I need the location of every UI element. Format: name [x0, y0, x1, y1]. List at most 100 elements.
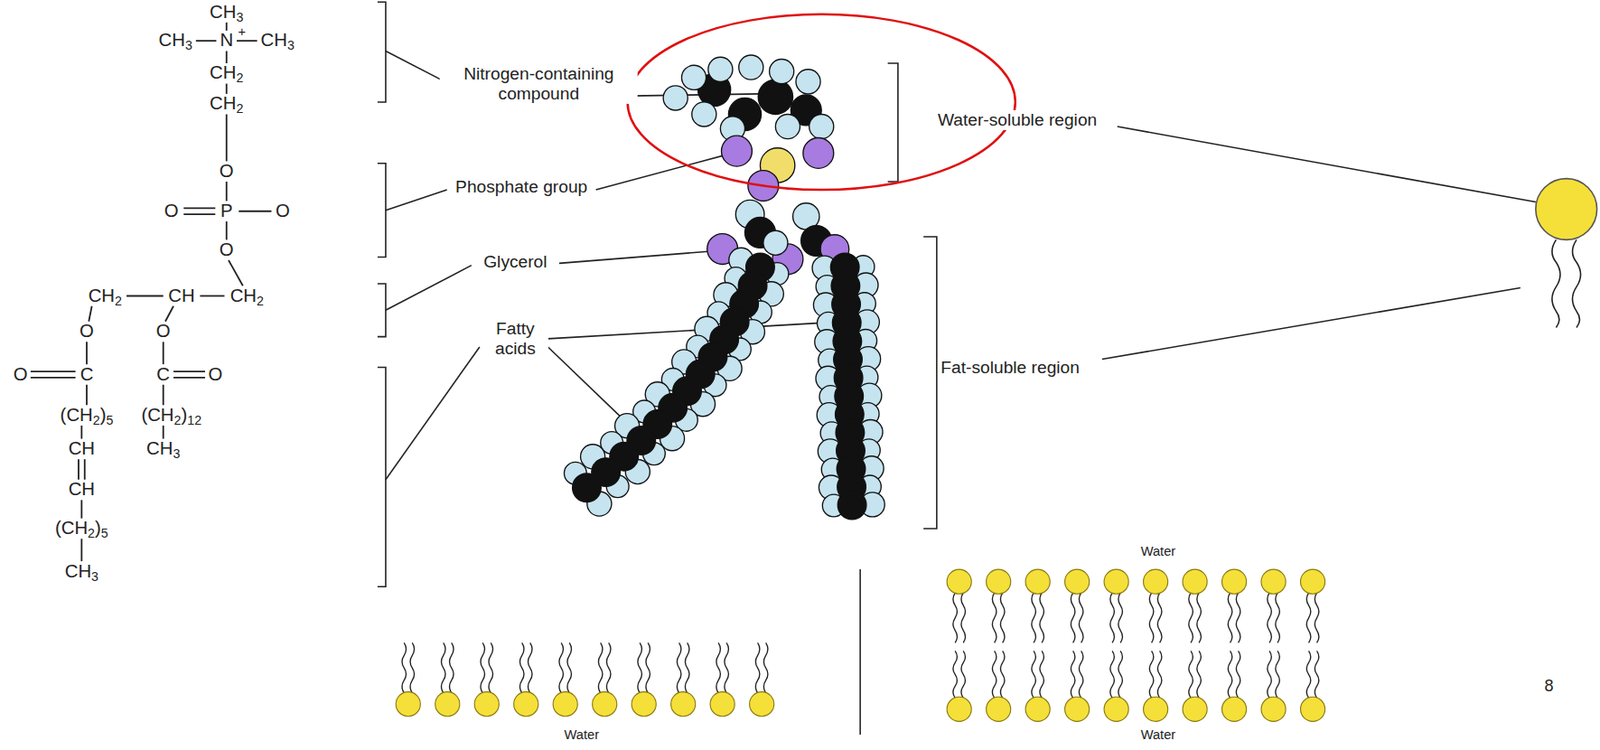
lipid-tail — [480, 642, 486, 693]
lipid-tail — [410, 642, 415, 693]
formula-text: O — [219, 239, 234, 261]
lipid-tail — [1197, 650, 1202, 698]
lipid-tail — [606, 642, 611, 693]
phospholipid-icon — [1535, 178, 1598, 328]
lipid-tail — [1110, 592, 1115, 643]
formula-text: CH2 — [209, 63, 244, 85]
lipid-head — [552, 692, 578, 717]
part-label: Phosphate group — [453, 177, 590, 197]
lipid-head — [749, 692, 775, 717]
lipid-tail — [1118, 650, 1123, 698]
lipid-tail — [1070, 650, 1076, 698]
formula-text: O — [164, 200, 179, 222]
lipid-tail — [1149, 592, 1154, 643]
lipid-tail — [755, 642, 760, 693]
formula-text: CH — [68, 478, 95, 500]
lipid-head — [1065, 696, 1090, 721]
lipid-tail — [1267, 592, 1273, 643]
formula-text: (CH2)5 — [55, 517, 109, 539]
lipid-tail — [1275, 650, 1281, 698]
lipid-tail — [684, 642, 690, 693]
lipid-head — [946, 569, 972, 594]
formula-text: O — [79, 320, 94, 342]
lipid-tail — [1031, 650, 1037, 698]
formula-text: (CH2)5 — [60, 404, 114, 426]
space-filling-model — [563, 55, 885, 520]
formula-text: C — [156, 364, 170, 385]
lipid-tail — [449, 642, 455, 693]
lipid-tail — [1078, 650, 1084, 698]
lipid-head — [710, 692, 735, 717]
lipid-tail — [519, 642, 524, 693]
lipid-tail — [1188, 592, 1194, 643]
formula-text: + — [237, 24, 246, 40]
lipid-head — [592, 692, 618, 717]
formula-text: CH2 — [230, 285, 264, 307]
lipid-tail — [1070, 592, 1076, 643]
lipid-tail — [645, 642, 651, 693]
structure-bonds — [30, 22, 272, 562]
part-label: Nitrogen-containing compound — [439, 64, 638, 104]
lipid-head — [435, 692, 460, 717]
formula-text: O — [13, 364, 29, 385]
lipid-head — [1300, 569, 1326, 594]
lipid-head — [1261, 569, 1286, 594]
lipid-tail — [1039, 592, 1045, 643]
carbon-atom — [572, 473, 602, 503]
lipid-head — [474, 692, 499, 717]
lipid-head — [1143, 569, 1169, 594]
lipid-tail — [991, 592, 997, 643]
lipid-tail — [1314, 650, 1320, 698]
formula-text: (CH2)12 — [140, 404, 202, 426]
lipid-head — [1025, 696, 1050, 721]
formula-text: CH3 — [159, 29, 193, 51]
lipid-tail — [961, 650, 966, 698]
fatty-acid-chains — [563, 247, 885, 520]
lipid-tail — [440, 642, 446, 693]
lipid-tail — [1227, 592, 1233, 643]
formula-text: CH3 — [146, 438, 180, 459]
lipid-head — [1261, 696, 1286, 721]
lipid-tail — [567, 642, 572, 693]
lipid-tail — [1157, 650, 1162, 698]
lipid-tail — [1314, 592, 1320, 643]
part-label: Water — [1139, 542, 1179, 559]
lipid-head — [1222, 696, 1247, 721]
lipid-tail — [1157, 592, 1162, 643]
lipid-tail — [488, 642, 494, 693]
lipid-tail — [1267, 650, 1273, 698]
lipid-tail — [763, 642, 768, 693]
lipid-tail — [1188, 650, 1194, 698]
lipid-tail — [1275, 592, 1281, 643]
brackets-and-leaders — [377, 1, 1536, 735]
lipid-head — [1025, 569, 1050, 594]
formula-text: CH3 — [209, 1, 244, 23]
lipid-head — [1182, 696, 1208, 721]
lipid-tail — [676, 642, 682, 693]
formula-text: CH3 — [261, 29, 295, 51]
lipid-tail — [598, 642, 603, 693]
lipid-tail — [1306, 650, 1311, 698]
part-label: Glycerol — [481, 252, 549, 272]
lipid-head — [1300, 696, 1326, 721]
lipid-tail — [1149, 650, 1154, 698]
lipid-tail — [1078, 592, 1084, 643]
formula-text: CH — [68, 438, 95, 459]
lipid-tail — [1000, 650, 1005, 698]
lipid-tail — [1197, 592, 1202, 643]
lipid-head — [1065, 569, 1090, 594]
formula-text: O — [219, 160, 234, 182]
formula-text: C — [80, 364, 94, 385]
part-label: Fat-soluble region — [938, 357, 1082, 378]
lipid-head — [986, 696, 1011, 721]
lipid-tail — [953, 650, 958, 698]
lipid-tail — [1031, 592, 1037, 643]
formula-text: N — [219, 29, 234, 51]
part-label: Fatty acids — [481, 318, 549, 359]
part-label: Water-soluble region — [935, 110, 1099, 131]
lipid-tail — [716, 642, 721, 693]
lipid-head — [671, 692, 696, 717]
lipid-head — [1222, 569, 1247, 594]
highlight-ellipse — [627, 14, 1016, 190]
